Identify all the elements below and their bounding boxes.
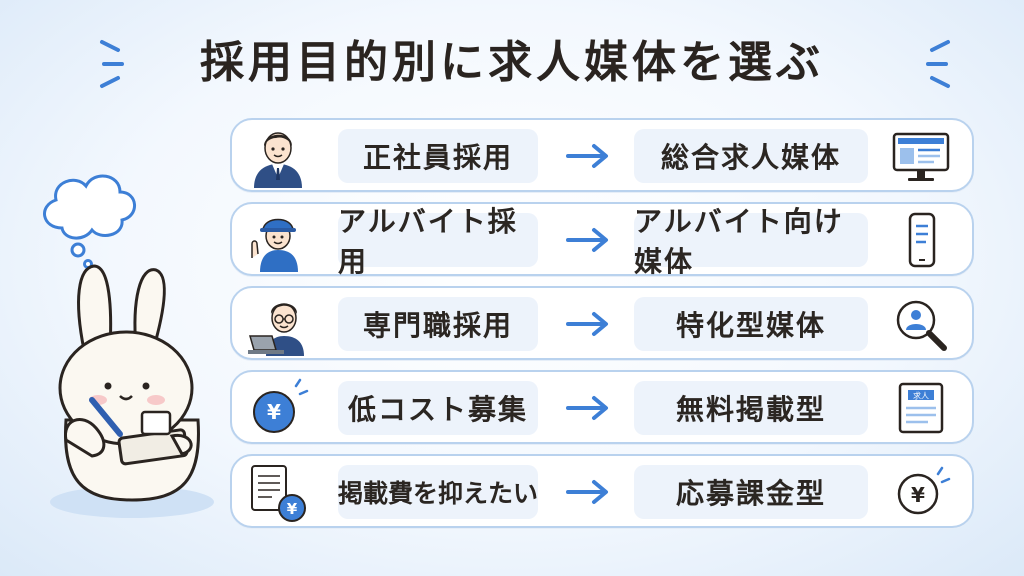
purpose-label: 正社員採用 [338,129,538,183]
purpose-label: 掲載費を抑えたい [338,465,538,519]
list-item: 正社員採用 総合求人媒体 [230,118,974,192]
svg-text:¥: ¥ [287,500,298,518]
rabbit-mascot-icon [43,174,214,518]
professional-laptop-icon [248,303,304,356]
yen-coin-icon: ¥ [253,378,309,433]
monitor-icon [892,132,950,181]
sparkle-right-icon [926,40,950,88]
arrow-right-icon [566,144,608,168]
purpose-label: アルバイト採用 [338,205,538,278]
waving-worker-icon [251,218,298,272]
arrow-right-icon [566,228,608,252]
magnifier-person-icon [896,300,947,351]
mapping-list: 正社員採用 総合求人媒体 アルバイト採用 アルバイト向け媒体 [230,118,976,538]
yen-coin-icon: ¥ [897,466,951,515]
media-label: 特化型媒体 [634,297,868,351]
svg-text:求人: 求人 [913,391,929,401]
media-label: アルバイト向け媒体 [634,205,868,278]
arrow-right-icon [566,480,608,504]
job-posting-icon: 求人 [898,382,944,434]
thought-bubble-icon [43,174,136,269]
list-item: ¥ 低コスト募集 無料掲載型 求人 [230,370,974,444]
purpose-label: 低コスト募集 [338,381,538,435]
document-yen-icon: ¥ [251,465,306,522]
arrow-right-icon [566,312,608,336]
purpose-label: 専門職採用 [338,297,538,351]
smartphone-icon [908,212,936,268]
media-label: 無料掲載型 [634,381,868,435]
list-item: ¥ 掲載費を抑えたい 応募課金型 ¥ [230,454,974,528]
media-label: 応募課金型 [634,465,868,519]
businessman-icon [254,132,302,188]
list-item: 専門職採用 特化型媒体 [230,286,974,360]
svg-text:¥: ¥ [267,400,281,424]
svg-text:¥: ¥ [911,483,925,507]
list-item: アルバイト採用 アルバイト向け媒体 [230,202,974,278]
page-title: 採用目的別に求人媒体を選ぶ [200,37,824,88]
sparkle-left-icon [100,40,124,88]
media-label: 総合求人媒体 [634,129,868,183]
arrow-right-icon [566,396,608,420]
